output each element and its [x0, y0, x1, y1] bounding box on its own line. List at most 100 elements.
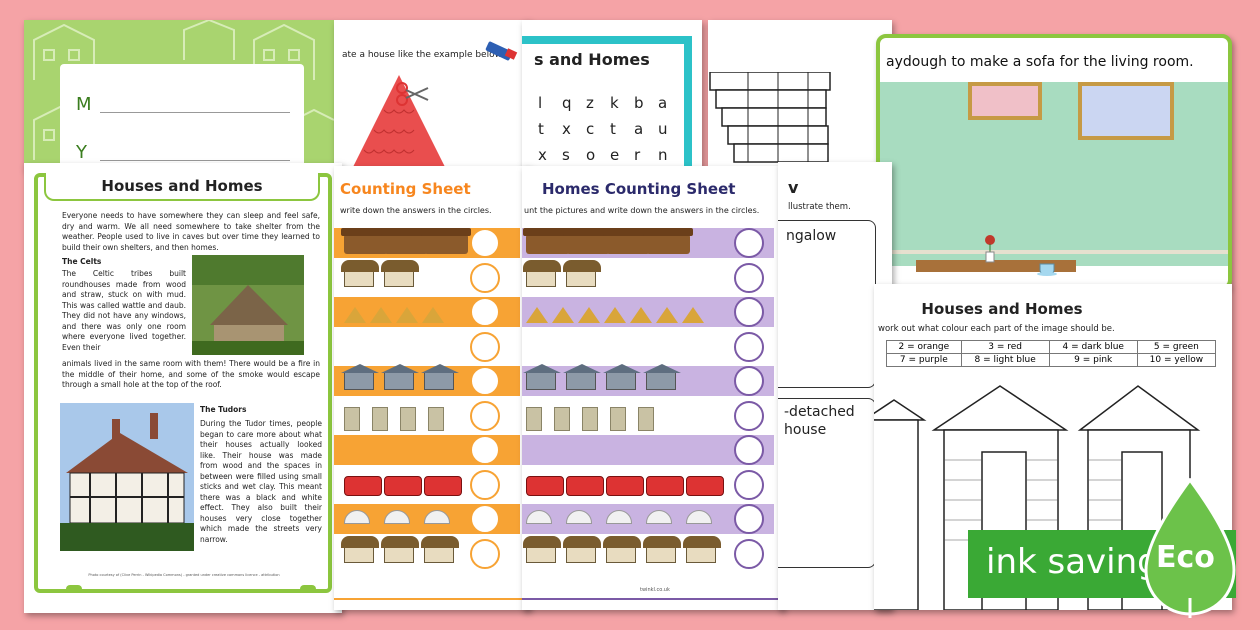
write-line-2	[100, 160, 290, 161]
counting-picture	[582, 406, 598, 431]
counting-picture	[646, 475, 684, 496]
answer-circle[interactable]	[470, 262, 500, 293]
house-types-sheet: v llustrate them. ngalow -detached house	[778, 162, 892, 610]
floor-line	[880, 250, 1228, 254]
counting-picture	[603, 364, 641, 390]
orange-counting-instruction: write down the answers in the circles.	[340, 206, 492, 215]
answer-circle[interactable]	[734, 400, 764, 431]
picture-frame-right	[1078, 82, 1174, 140]
counting-picture	[563, 535, 601, 563]
answer-circle[interactable]	[470, 538, 500, 569]
craft-instruction: ate a house like the example below.	[342, 50, 504, 60]
counting-picture	[372, 406, 388, 431]
counting-sheet-purple: Homes Counting Sheet unt the pictures an…	[522, 166, 784, 610]
house-types-title: v	[788, 178, 799, 197]
key-cell: 5 = green	[1136, 340, 1217, 354]
wordsearch-letter: x	[538, 146, 547, 164]
counting-picture	[554, 406, 570, 431]
building-sheet	[708, 20, 892, 180]
wordsearch-letter: s	[562, 146, 570, 164]
counting-picture	[526, 475, 564, 496]
counting-picture	[344, 406, 360, 431]
counting-picture	[381, 535, 419, 563]
twinkl-logo-right	[300, 585, 316, 593]
purple-footer-line	[522, 598, 784, 600]
counting-picture	[422, 307, 444, 323]
counting-picture	[603, 535, 641, 563]
answer-circle[interactable]	[470, 366, 500, 396]
wordsearch-letter: t	[610, 120, 616, 138]
roundhouse-image	[192, 255, 304, 355]
eco-label: Eco	[1156, 540, 1215, 575]
counting-picture	[526, 406, 542, 431]
scissors-icon	[396, 82, 429, 106]
counting-picture	[341, 228, 391, 254]
key-cell: 2 = orange	[886, 340, 962, 354]
counting-picture	[603, 228, 653, 254]
wordsearch-letter: t	[538, 120, 544, 138]
answer-circle[interactable]	[734, 538, 764, 569]
semi-detached-label-1: -detached	[784, 404, 855, 420]
apartment-building-drawing	[709, 72, 831, 163]
counting-picture	[552, 307, 574, 323]
counting-picture	[428, 406, 444, 431]
answer-circle[interactable]	[734, 469, 764, 500]
craft-sheet: ate a house like the example below.	[334, 20, 530, 180]
counting-picture	[566, 475, 604, 496]
glue-stick-icon	[485, 41, 518, 61]
counting-sheet-orange: Counting Sheet write down the answers in…	[334, 166, 530, 610]
triangle-roof-shape	[349, 75, 449, 175]
answer-circle[interactable]	[470, 228, 500, 258]
counting-picture	[341, 259, 379, 287]
living-room-wall	[880, 82, 1228, 266]
counting-picture	[341, 535, 379, 563]
counting-picture	[344, 475, 382, 496]
tudor-house-photo	[60, 403, 194, 551]
answer-circle[interactable]	[470, 435, 500, 465]
colour-title: Houses and Homes	[921, 300, 1083, 318]
wordsearch-letter: n	[658, 146, 668, 164]
counting-picture	[563, 228, 613, 254]
wordsearch-letter: r	[634, 146, 641, 164]
key-cell: 3 = red	[960, 340, 1050, 354]
counting-picture	[523, 259, 561, 287]
counting-picture	[421, 228, 471, 254]
playdough-instruction: aydough to make a sofa for the living ro…	[886, 54, 1194, 70]
celts-heading: The Celts	[62, 257, 102, 266]
cover-sheet: M Y	[24, 20, 334, 170]
key-cell: 10 = yellow	[1136, 353, 1217, 367]
key-cell: 9 = pink	[1048, 353, 1138, 367]
answer-circle[interactable]	[470, 469, 500, 500]
counting-picture	[643, 228, 693, 254]
reading-intro: Everyone needs to have somewhere they ca…	[62, 211, 320, 252]
answer-circle[interactable]	[734, 297, 764, 327]
twinkl-logo-left	[66, 585, 82, 593]
counting-picture	[400, 406, 416, 431]
answer-circle[interactable]	[734, 228, 764, 258]
answer-circle[interactable]	[734, 366, 764, 396]
answer-circle[interactable]	[734, 331, 764, 362]
roundhouse-photo	[192, 255, 304, 355]
counting-picture	[523, 228, 573, 254]
answer-circle[interactable]	[470, 297, 500, 327]
answer-circle[interactable]	[734, 435, 764, 465]
answer-circle[interactable]	[734, 262, 764, 293]
semi-detached-label-2: house	[784, 422, 827, 438]
answer-circle[interactable]	[470, 504, 500, 534]
answer-circle[interactable]	[734, 504, 764, 534]
answer-circle[interactable]	[470, 400, 500, 431]
counting-picture	[421, 535, 459, 563]
answer-circle[interactable]	[470, 331, 500, 362]
orange-counting-title: Counting Sheet	[340, 180, 471, 198]
purple-counting-title: Homes Counting Sheet	[542, 180, 736, 198]
line-letter-m: M	[76, 94, 92, 115]
reading-sheet: Houses and Homes Everyone needs to have …	[24, 163, 342, 613]
wordsearch-letter: c	[586, 120, 595, 138]
colour-key-table: 2 = orange 3 = red 4 = dark blue 5 = gre…	[886, 340, 1217, 367]
counting-picture	[563, 259, 601, 287]
key-cell: 8 = light blue	[960, 353, 1050, 367]
write-line-1	[100, 112, 290, 113]
counting-picture	[630, 307, 652, 323]
counting-picture	[341, 364, 379, 390]
eco-leaf-icon	[1144, 478, 1236, 618]
